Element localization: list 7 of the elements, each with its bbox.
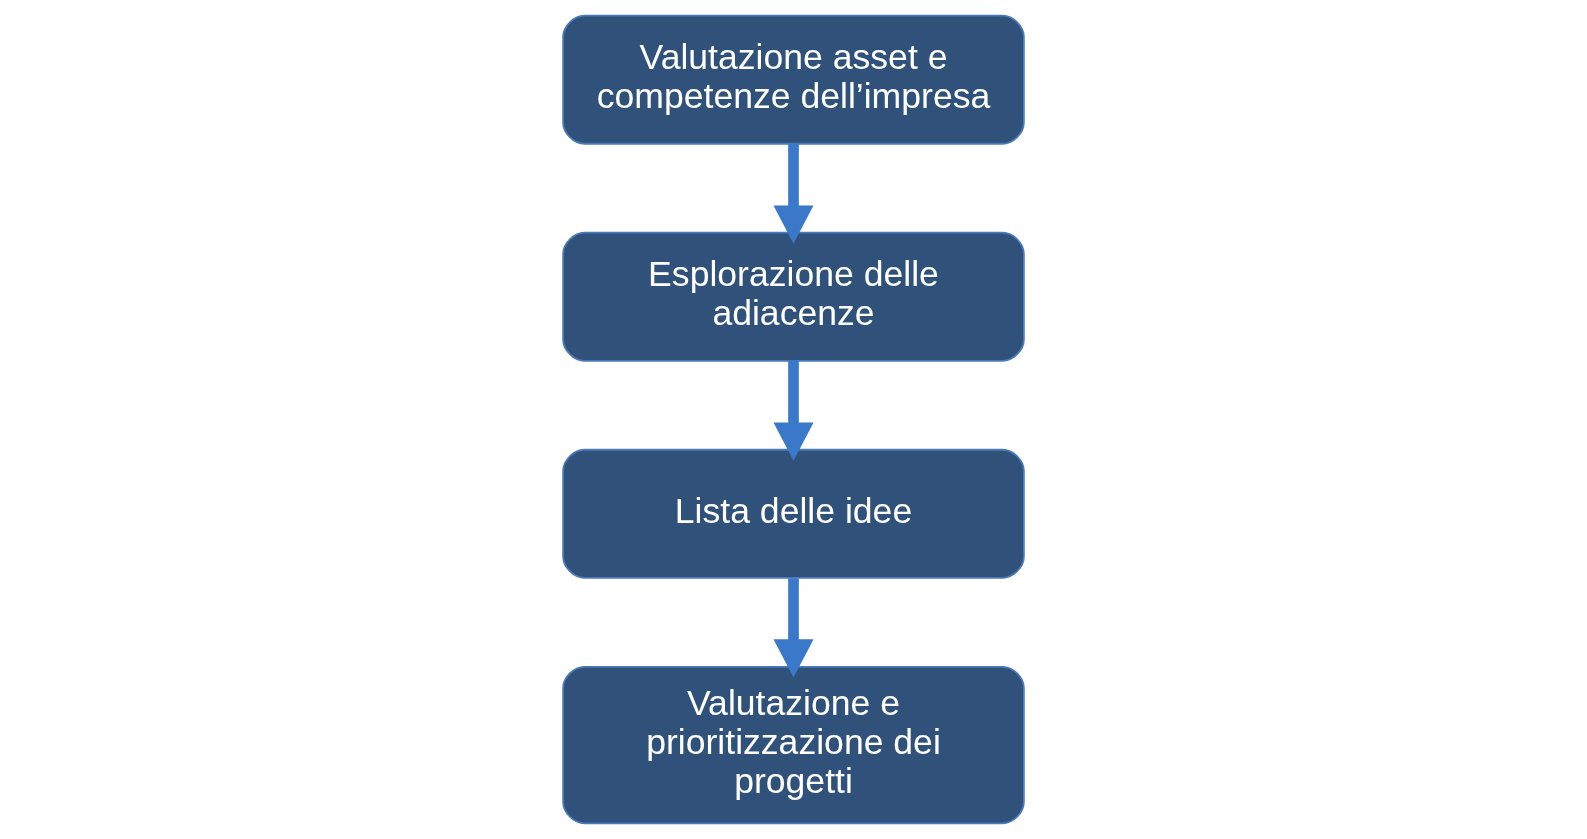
arrow [773, 578, 814, 678]
arrow [773, 360, 814, 461]
node-box: Valutazione asset e competenze dell’impresa [562, 14, 1025, 145]
node-box: Esplorazione delle adiacenze [562, 231, 1025, 362]
node-box: Valutazione e prioritizzazione dei progetti [562, 665, 1025, 825]
node-box: Lista delle idee [562, 448, 1025, 579]
arrow [773, 143, 814, 244]
